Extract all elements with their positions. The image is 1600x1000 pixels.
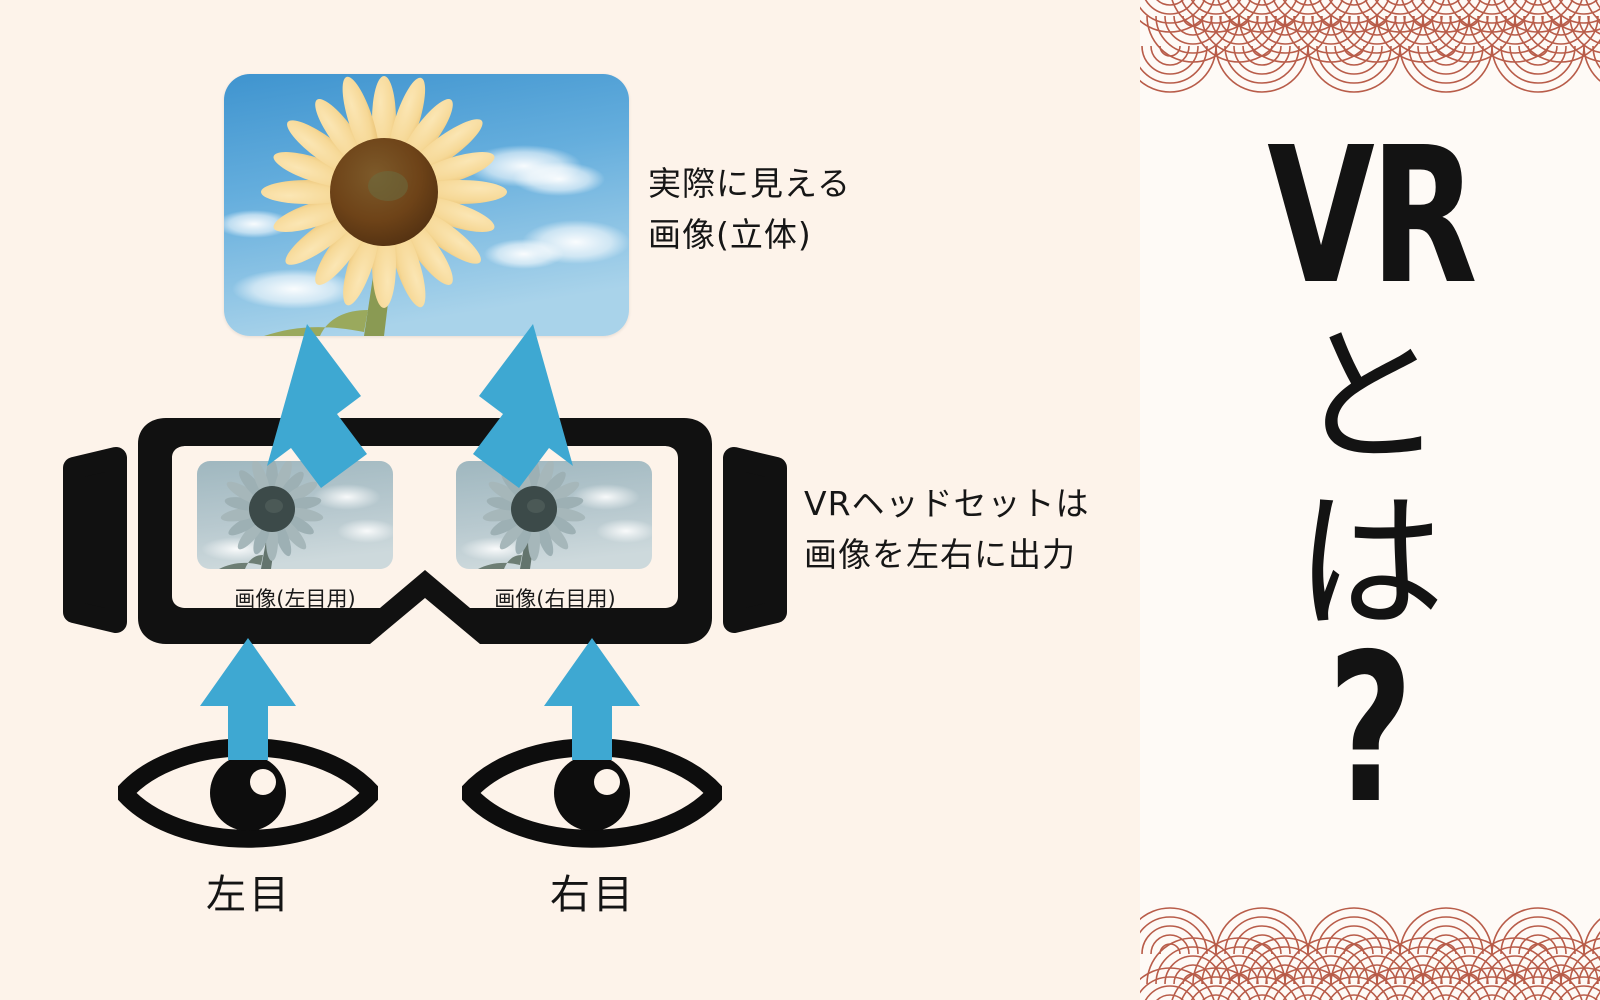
seigaiha-wave-bottom [1140, 895, 1600, 1000]
hero-title-panel: VR と は ? [1140, 0, 1600, 1000]
hero-kana-ha: は [1294, 476, 1445, 651]
caption-headset-output: VRヘッドセットは 画像を左右に出力 [804, 484, 1090, 575]
lens-label-left: 画像(左目用) [234, 587, 356, 611]
vr-stereo-diagram: 実際に見える 画像(立体) [63, 74, 1090, 918]
eye-icon-left [111, 738, 385, 848]
arrow-lens-left-to-image [267, 324, 367, 488]
arrow-eye-right-to-lens [544, 638, 640, 760]
lens-image-left [197, 461, 393, 569]
hero-title-vr: VR [1267, 107, 1477, 326]
hero-kana-to: と [1294, 310, 1445, 485]
arrow-lens-right-to-image [473, 324, 573, 488]
eye-label-left: 左目 [206, 872, 292, 918]
flow-arrows [200, 324, 640, 760]
hero-question-mark: ? [1327, 610, 1413, 849]
lens-image-right [456, 461, 652, 569]
lens-label-right: 画像(右目用) [494, 587, 616, 611]
eye-label-right: 右目 [550, 872, 636, 918]
seigaiha-wave-top [1140, 0, 1600, 105]
eye-icon-right [455, 738, 729, 848]
stereo-result-image [224, 74, 629, 336]
caption-perceived-image: 実際に見える 画像(立体) [648, 164, 852, 255]
arrow-eye-left-to-lens [200, 638, 296, 760]
hero-text-stack: VR と は ? [1140, 110, 1600, 900]
